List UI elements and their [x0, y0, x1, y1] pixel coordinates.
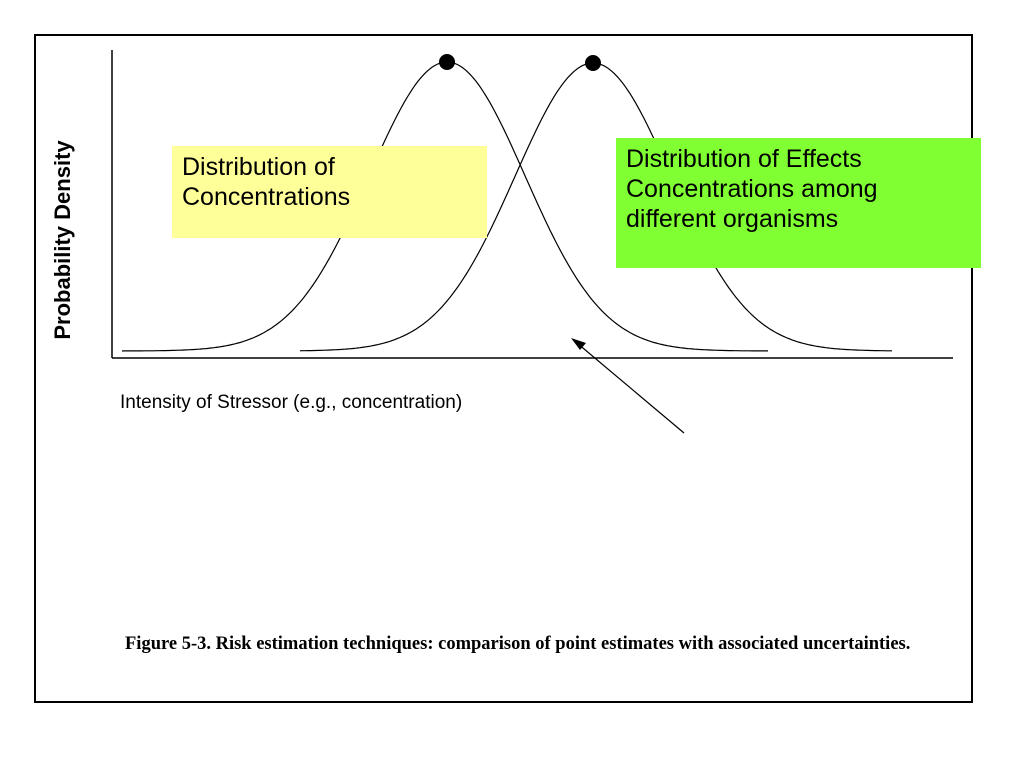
figure-caption: Figure 5-3. Risk estimation techniques: …: [125, 634, 911, 654]
effects-peak-point: [585, 55, 601, 71]
concentration-distribution-label: Distribution of Concentrations: [172, 146, 487, 238]
overlap-arrow: [576, 342, 685, 434]
effects-distribution-label: Distribution of Effects Concentrations a…: [616, 138, 981, 268]
concentration-peak-point: [439, 54, 455, 70]
x-axis-label: Intensity of Stressor (e.g., concentrati…: [120, 392, 463, 413]
overlap-arrow-head: [571, 338, 586, 350]
figure-frame: [34, 34, 973, 703]
y-axis-label: Probability Density: [50, 140, 75, 340]
